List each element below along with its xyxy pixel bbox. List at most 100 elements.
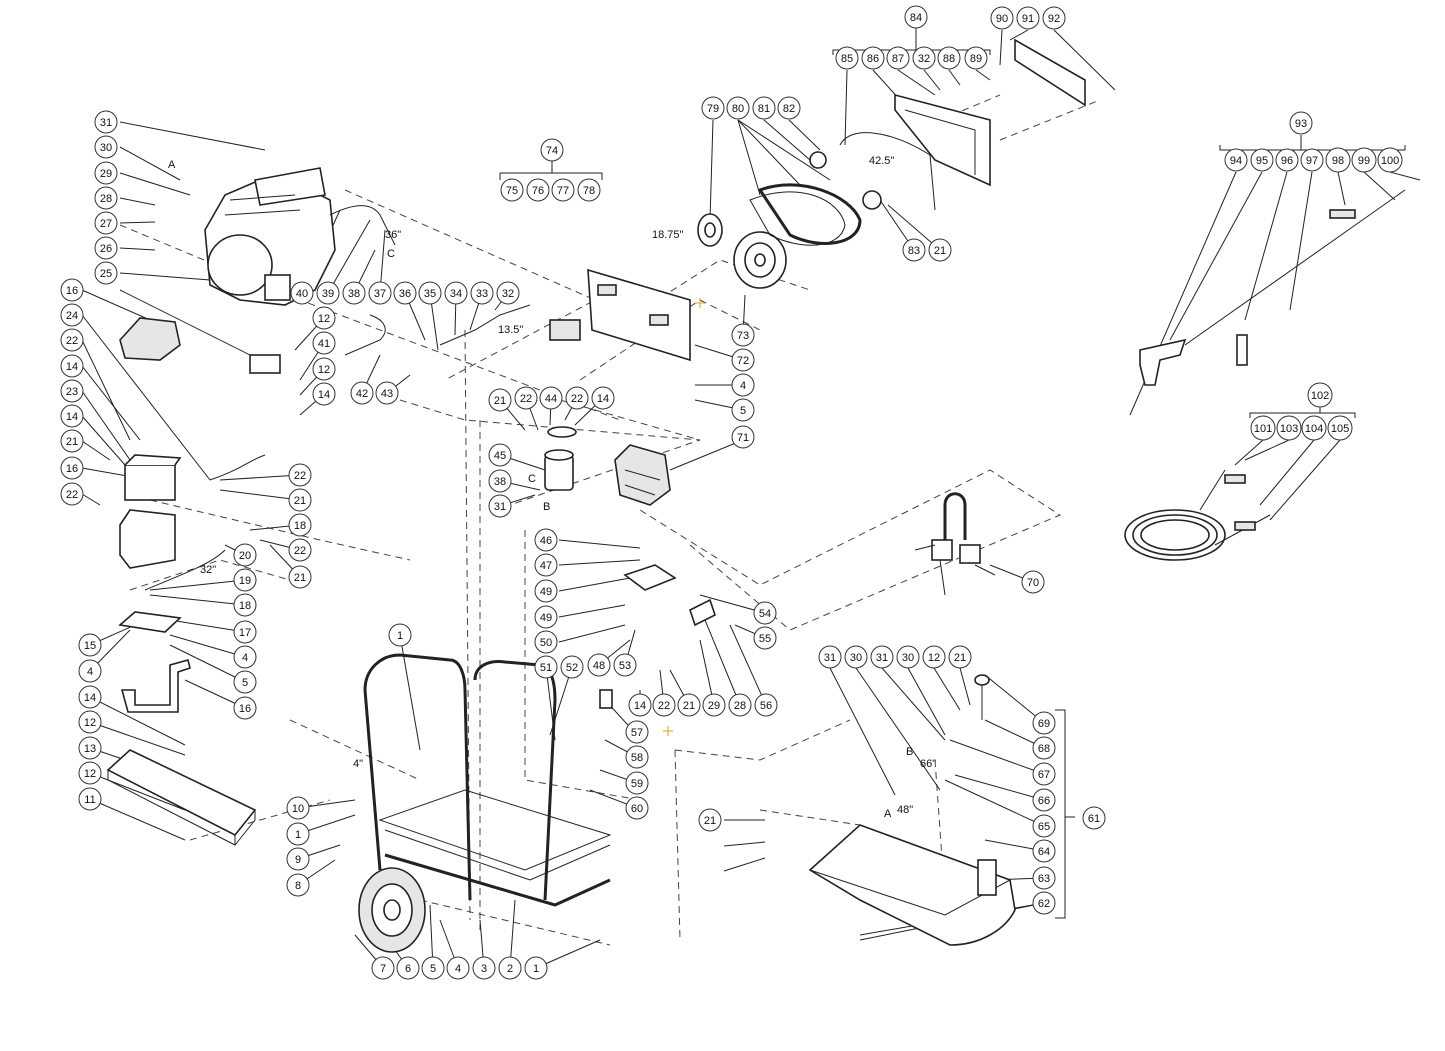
callout-label: 31 [876, 652, 888, 664]
callout-label: 14 [634, 700, 646, 712]
callout: 46 [534, 528, 558, 552]
callout: 19 [233, 568, 257, 592]
callout: 12 [78, 761, 102, 785]
callout-label: 16 [66, 285, 78, 297]
callout-label: 4 [455, 963, 461, 975]
callout: 31 [94, 110, 118, 134]
unloader-assembly [914, 492, 996, 596]
callout: 49 [534, 605, 558, 629]
callout: 55 [753, 626, 777, 650]
callout-label: 14 [66, 361, 78, 373]
callout: 23 [60, 379, 84, 403]
callout-label: 57 [631, 727, 643, 739]
callout: 14 [78, 685, 102, 709]
callout-label: 33 [476, 288, 488, 300]
callout-label: 100 [1381, 155, 1399, 167]
callout: 96 [1275, 148, 1299, 172]
callout: 5 [233, 670, 257, 694]
callout-label: 89 [970, 53, 982, 65]
fuel-cap [974, 674, 990, 720]
callout-label: 22 [658, 700, 670, 712]
callout: 67 [1032, 762, 1056, 786]
callout: 53 [613, 653, 637, 677]
battery [124, 454, 182, 501]
callout-label: 42 [356, 388, 368, 400]
callout-label: 16 [239, 703, 251, 715]
callout: 66 [1032, 788, 1056, 812]
filter [544, 426, 577, 491]
callout: 14 [312, 382, 336, 406]
callout-label: 74 [546, 145, 558, 157]
callout: 76 [526, 178, 550, 202]
callout-label: 61 [1088, 813, 1100, 825]
callout: 16 [233, 696, 257, 720]
callout: 86 [861, 46, 885, 70]
callout-label: 93 [1295, 118, 1307, 130]
callout: 64 [1032, 839, 1056, 863]
callout: 7 [371, 956, 395, 980]
callout-label: 21 [704, 815, 716, 827]
callout-label: 2 [507, 963, 513, 975]
callout: 5 [731, 398, 755, 422]
callout: 88 [937, 46, 961, 70]
callout-label: 21 [294, 495, 306, 507]
callout: 22 [514, 386, 538, 410]
callout: 82 [777, 96, 801, 120]
callout-label: 79 [707, 103, 719, 115]
callout-label: 92 [1048, 13, 1060, 25]
callout-label: 49 [540, 612, 552, 624]
callout: 73 [731, 323, 755, 347]
callout-label: 76 [532, 185, 544, 197]
callout: 21 [60, 429, 84, 453]
reference-letter: C [528, 473, 536, 485]
callout-label: 31 [494, 501, 506, 513]
callout: 97 [1300, 148, 1324, 172]
callout-label: 65 [1038, 821, 1050, 833]
callout-label: 82 [783, 103, 795, 115]
callout: 21 [928, 238, 952, 262]
callout: 21 [288, 565, 312, 589]
callout-label: 21 [683, 700, 695, 712]
reference-letter: A [884, 808, 892, 820]
reference-letter: B [543, 501, 550, 513]
callout-label: 47 [540, 560, 552, 572]
callout-label: 81 [758, 103, 770, 115]
dimension-note: 13.5" [498, 324, 523, 336]
callout-label: 53 [619, 660, 631, 672]
callout-label: 54 [759, 608, 771, 620]
engine-pulley [697, 213, 723, 247]
reference-letters: A C B C B A [168, 159, 913, 820]
callout: 12 [312, 306, 336, 330]
callout: 51 [534, 655, 558, 679]
callout: 62 [1032, 891, 1056, 915]
callout-label: 39 [322, 288, 334, 300]
callout-label: 23 [66, 386, 78, 398]
wheel [358, 867, 426, 953]
callout: 65 [1032, 814, 1056, 838]
callout: 4 [446, 956, 470, 980]
leader-lines [81, 29, 1421, 969]
callout: 17 [233, 620, 257, 644]
callout: 12 [922, 645, 946, 669]
callout: 1 [524, 956, 548, 980]
callout-label: 15 [84, 640, 96, 652]
callout: 89 [964, 46, 988, 70]
callout: 80 [726, 96, 750, 120]
callout: 21 [488, 388, 512, 412]
callout-label: 71 [737, 432, 749, 444]
battery-cable [144, 454, 266, 591]
callout: 27 [94, 211, 118, 235]
callout-label: 86 [867, 53, 879, 65]
callout-label: 27 [100, 218, 112, 230]
callout: 90 [990, 6, 1014, 30]
dimension-notes: 36" 13.5" 18.75" 42.5" 32" 4" 66" 48" [200, 155, 936, 816]
callout-label: 28 [734, 700, 746, 712]
callout-label: 21 [494, 395, 506, 407]
callout: 21 [288, 488, 312, 512]
callout: 6 [396, 956, 420, 980]
callout: 25 [94, 261, 118, 285]
callout-label: 31 [824, 652, 836, 664]
callout-label: 55 [759, 633, 771, 645]
callout-label: 102 [1311, 390, 1329, 402]
